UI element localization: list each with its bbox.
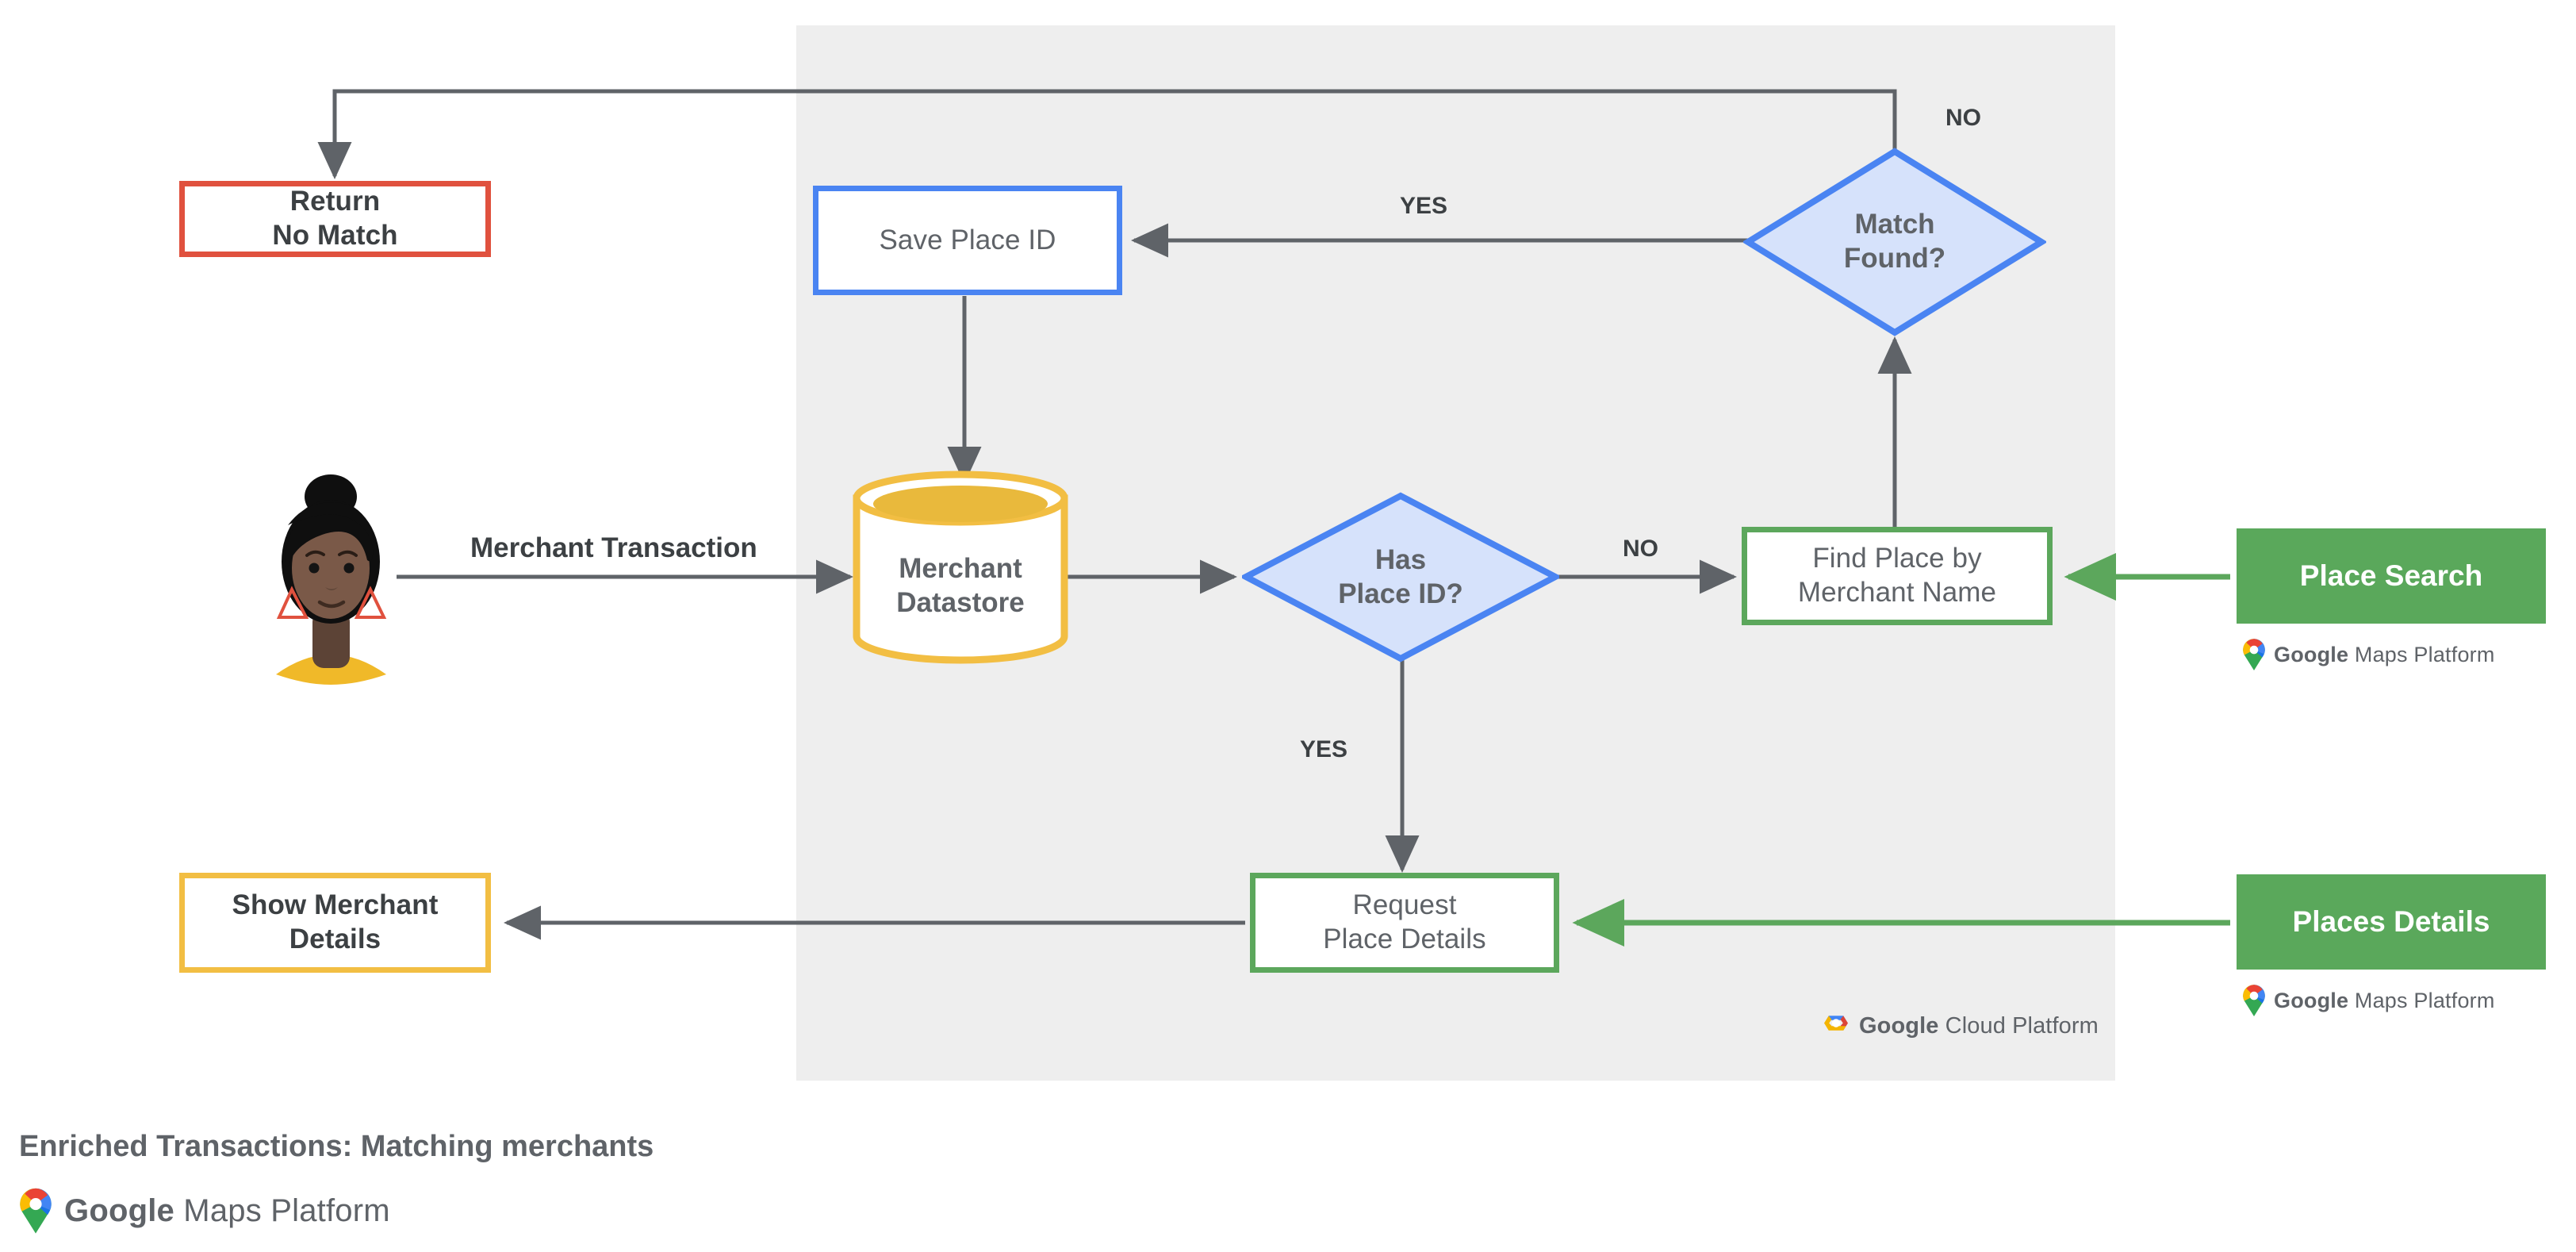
google-maps-pin-icon: [2243, 639, 2265, 670]
node-save-place-id-label: Save Place ID: [879, 224, 1056, 255]
node-merchant-datastore-line2: Datastore: [896, 587, 1025, 618]
place-search-gmp-logo-text: Google Maps Platform: [2274, 643, 2495, 667]
merchant-datastore-cylinder-shape: [853, 470, 1068, 664]
footer-logo-rest: Maps Platform: [174, 1192, 390, 1228]
node-place-search-label: Place Search: [2299, 559, 2483, 593]
node-show-merchant-details[interactable]: Show Merchant Details: [179, 873, 491, 973]
gmp-logo-rest-1: Maps Platform: [2348, 642, 2495, 666]
footer-logo-brand: Google: [64, 1192, 174, 1228]
node-has-place-id[interactable]: Has Place ID?: [1239, 492, 1562, 662]
gcp-logo: Google Cloud Platform: [1821, 1012, 2099, 1040]
node-find-place-line1: Find Place by: [1812, 543, 1982, 574]
node-show-merchant-details-line2: Details: [289, 924, 381, 954]
node-places-details-label: Places Details: [2292, 905, 2490, 939]
gcp-logo-rest: Cloud Platform: [1938, 1012, 2099, 1039]
node-place-search[interactable]: Place Search: [2237, 528, 2546, 624]
google-maps-pin-icon: [2243, 985, 2265, 1016]
edge-label-has-place-id-no: NO: [1623, 536, 1658, 562]
node-find-place-line2: Merchant Name: [1797, 577, 1997, 608]
places-details-gmp-logo-text: Google Maps Platform: [2274, 989, 2495, 1013]
google-maps-pin-icon: [20, 1188, 52, 1234]
node-request-place-details-line2: Place Details: [1323, 924, 1486, 954]
node-merchant-datastore-label: Merchant Datastore: [850, 468, 1071, 686]
node-merchant-datastore-line1: Merchant: [899, 553, 1022, 585]
node-has-place-id-label: Has Place ID?: [1242, 492, 1559, 662]
gcp-logo-brand: Google: [1859, 1012, 1939, 1039]
node-show-merchant-details-line1: Show Merchant: [232, 889, 439, 921]
gcp-logo-text: Google Cloud Platform: [1859, 1013, 2099, 1039]
node-return-no-match[interactable]: Return No Match: [179, 181, 491, 257]
node-merchant-datastore[interactable]: Merchant Datastore: [850, 468, 1071, 666]
gmp-logo-rest-2: Maps Platform: [2348, 988, 2495, 1012]
node-find-place-by-merchant-name[interactable]: Find Place by Merchant Name: [1742, 527, 2053, 625]
node-request-place-details[interactable]: Request Place Details: [1250, 873, 1559, 973]
edge-label-match-found-yes: YES: [1400, 193, 1448, 219]
customer-avatar-icon: [276, 474, 387, 685]
google-cloud-hexagon-icon: [1824, 1016, 1848, 1031]
gmp-logo-brand-1: Google: [2274, 642, 2349, 666]
node-save-place-id[interactable]: Save Place ID: [813, 186, 1122, 295]
node-return-no-match-line1: Return: [289, 186, 381, 217]
node-match-found-line2: Found?: [1843, 243, 1946, 274]
footer-gmp-logo-text: Google Maps Platform: [64, 1193, 390, 1229]
edge-label-has-place-id-yes: YES: [1300, 736, 1348, 762]
place-search-gmp-logo: Google Maps Platform: [2241, 638, 2495, 671]
node-match-found[interactable]: Match Found?: [1742, 147, 2048, 337]
avatar: [262, 467, 401, 685]
page-title: Enriched Transactions: Matching merchant…: [19, 1130, 654, 1163]
has-place-id-diamond-shape: [1239, 492, 1562, 662]
edge-label-match-found-no: NO: [1945, 105, 1981, 131]
node-has-place-id-line1: Has: [1374, 543, 1427, 575]
node-request-place-details-line1: Request: [1352, 889, 1457, 921]
node-return-no-match-line2: No Match: [272, 220, 398, 251]
places-details-gmp-logo: Google Maps Platform: [2241, 984, 2495, 1017]
node-match-found-line1: Match: [1854, 209, 1935, 240]
node-places-details[interactable]: Places Details: [2237, 874, 2546, 970]
node-match-found-label: Match Found?: [1743, 147, 2046, 337]
footer-gmp-logo: Google Maps Platform: [17, 1187, 390, 1235]
node-has-place-id-line2: Place ID?: [1338, 578, 1463, 609]
gmp-logo-brand-2: Google: [2274, 988, 2349, 1012]
edge-label-merchant-transaction: Merchant Transaction: [470, 532, 757, 563]
match-found-diamond-shape: [1742, 148, 2048, 336]
